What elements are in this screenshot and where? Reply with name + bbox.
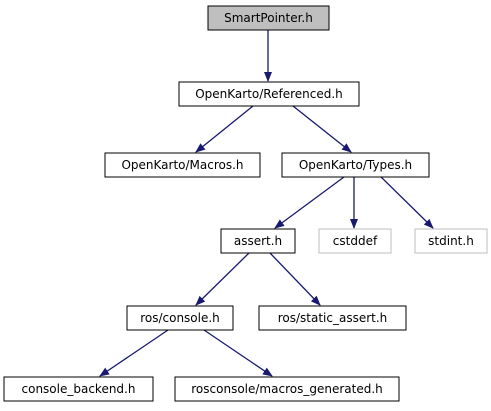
- node-box-console: [126, 305, 234, 331]
- node-box-assert: [220, 228, 296, 254]
- edge-types-to-assert: [274, 176, 345, 229]
- edge-console-to-macros_generated: [203, 329, 273, 377]
- node-stdint: stdint.h: [414, 228, 488, 254]
- node-label-cstddef: cstddef: [333, 234, 378, 248]
- node-box-referenced: [178, 81, 360, 107]
- node-label-types: OpenKarto/Types.h: [299, 158, 412, 172]
- node-label-smartpointer: SmartPointer.h: [224, 11, 313, 25]
- node-box-smartpointer: [207, 5, 330, 31]
- edge-assert-to-static_assert: [269, 252, 321, 306]
- node-label-macros: OpenKarto/Macros.h: [121, 158, 243, 172]
- node-assert[interactable]: assert.h: [220, 228, 296, 254]
- node-label-macros_generated: rosconsole/macros_generated.h: [191, 382, 382, 396]
- edge-assert-to-console: [195, 252, 250, 306]
- node-console_backend[interactable]: console_backend.h: [3, 376, 154, 402]
- node-label-static_assert: ros/static_assert.h: [278, 311, 388, 325]
- node-cstddef: cstddef: [318, 228, 392, 254]
- node-macros[interactable]: OpenKarto/Macros.h: [104, 152, 261, 178]
- edge-referenced-to-macros: [195, 105, 254, 153]
- node-box-stdint: [414, 228, 488, 254]
- edges-layer: [99, 30, 434, 377]
- node-label-assert: assert.h: [234, 234, 282, 248]
- edge-console-to-console_backend: [99, 329, 169, 377]
- node-box-static_assert: [258, 305, 407, 331]
- node-referenced[interactable]: OpenKarto/Referenced.h: [178, 81, 360, 107]
- node-label-stdint: stdint.h: [428, 234, 474, 248]
- node-box-macros_generated: [174, 376, 400, 402]
- node-static_assert[interactable]: ros/static_assert.h: [258, 305, 407, 331]
- node-console[interactable]: ros/console.h: [126, 305, 234, 331]
- node-box-cstddef: [318, 228, 392, 254]
- node-box-console_backend: [3, 376, 154, 402]
- node-label-console_backend: console_backend.h: [22, 382, 136, 396]
- nodes-layer: SmartPointer.hOpenKarto/Referenced.hOpen…: [3, 5, 488, 402]
- node-box-macros: [104, 152, 261, 178]
- node-smartpointer[interactable]: SmartPointer.h: [207, 5, 330, 31]
- node-macros_generated[interactable]: rosconsole/macros_generated.h: [174, 376, 400, 402]
- edge-types-to-stdint: [380, 176, 434, 229]
- node-types[interactable]: OpenKarto/Types.h: [281, 152, 430, 178]
- node-box-types: [281, 152, 430, 178]
- node-label-console: ros/console.h: [140, 311, 220, 325]
- node-label-referenced: OpenKarto/Referenced.h: [195, 87, 343, 101]
- edge-referenced-to-types: [292, 105, 352, 153]
